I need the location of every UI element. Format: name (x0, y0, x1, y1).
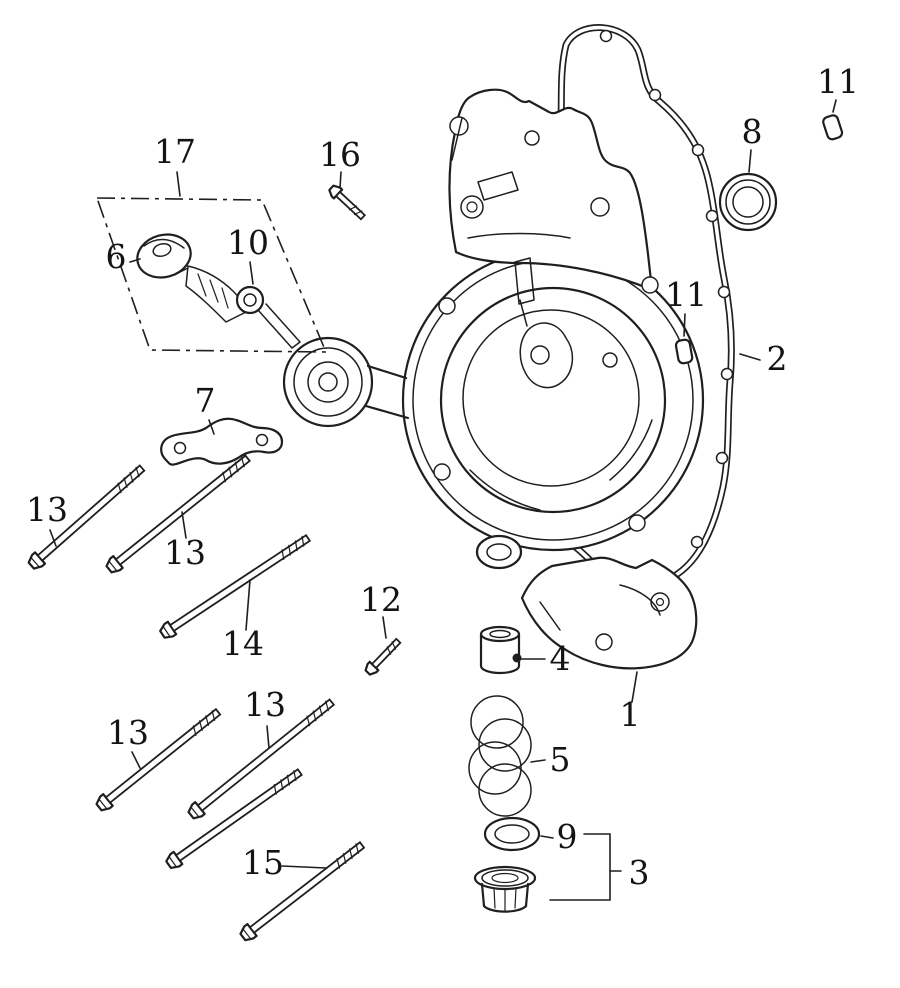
callout-10: 10 (227, 223, 269, 262)
dipstick-ring (235, 285, 265, 315)
cover-bolt-boss (433, 463, 451, 481)
leader-15 (281, 865, 327, 869)
seal-washer (483, 816, 541, 852)
cover-bolt-boss (460, 195, 484, 219)
callout-17: 17 (154, 132, 196, 171)
dowel-pin-top (822, 114, 844, 141)
cover-bolt-boss (590, 197, 610, 217)
dowel-pin-mid (674, 338, 694, 365)
leader-2 (739, 353, 761, 361)
callout-labels: 17 16 11 8 6 10 11 2 7 13 13 14 12 4 1 5… (26, 62, 859, 892)
callout-13-b: 13 (164, 533, 206, 572)
collar (479, 625, 522, 675)
cover-face-outer-rim (401, 248, 705, 552)
callout-12: 12 (360, 580, 402, 619)
callout-2: 2 (767, 339, 788, 378)
leader-13-d (266, 725, 270, 749)
bracket-3-line (549, 833, 611, 901)
cover-bolt-boss (641, 276, 659, 294)
gasket-bolt-hole (720, 367, 734, 381)
callout-4: 4 (550, 639, 571, 678)
callout-14: 14 (222, 624, 264, 663)
bolt-15-upper (165, 768, 303, 869)
bolt-13-b (105, 454, 251, 574)
gasket-bolt-hole (691, 143, 705, 157)
gasket-bolt-hole (690, 535, 704, 549)
gasket-bolt-hole (648, 88, 662, 102)
cover-bolt-boss (628, 514, 646, 532)
bolt-15-lower (239, 841, 366, 942)
leader-7 (208, 419, 215, 435)
leader-5 (530, 759, 546, 763)
leader-13-c (131, 751, 141, 769)
bolt-13-d (187, 698, 336, 820)
flange-bolt-hole (595, 633, 613, 651)
callout-11-top: 11 (817, 62, 859, 101)
leader-dot (512, 653, 522, 663)
gasket-bolt-hole (717, 285, 731, 299)
flange-bolt-hole (650, 592, 670, 612)
dipstick (185, 265, 301, 349)
assembly-boundary-17 (95, 197, 328, 353)
bracket (160, 417, 284, 466)
bracket-hole (173, 441, 187, 455)
callout-16: 16 (319, 135, 361, 174)
gasket-bolt-hole (705, 209, 719, 223)
drain-plug (473, 865, 537, 913)
bolt-13-a (27, 464, 146, 570)
bearing-boss (282, 336, 374, 428)
bolt-12 (364, 637, 402, 676)
filler-cap (136, 233, 192, 279)
callout-13-a: 13 (26, 490, 68, 529)
callout-11-mid: 11 (665, 275, 707, 314)
callout-6: 6 (106, 237, 127, 276)
callout-8: 8 (742, 112, 763, 151)
callout-7: 7 (195, 381, 216, 420)
leader-17 (176, 171, 181, 197)
bracket-hole (255, 433, 269, 447)
callout-13-c: 13 (107, 713, 149, 752)
leader-11-top (832, 99, 837, 113)
callout-1: 1 (620, 695, 641, 734)
gasket-bolt-hole (715, 451, 729, 465)
bolt-13-c (95, 707, 222, 812)
leader-9 (540, 835, 554, 839)
leader-12 (382, 616, 387, 639)
leader-8 (748, 149, 752, 173)
bolt-14 (159, 533, 312, 639)
callout-3: 3 (629, 853, 650, 892)
callout-5: 5 (550, 740, 571, 779)
callout-9: 9 (557, 817, 578, 856)
callout-13-d: 13 (244, 685, 286, 724)
oil-seal (718, 172, 778, 232)
leader-10 (249, 261, 254, 285)
callout-15: 15 (242, 843, 284, 882)
leader-lines (49, 99, 837, 901)
gasket-bolt-hole (599, 29, 613, 43)
crankcase-cover (282, 88, 705, 670)
leader-1 (631, 671, 638, 703)
leader-13-a (49, 529, 57, 547)
cover-bolt-boss (449, 116, 469, 136)
oil-passage-boss (475, 534, 523, 570)
cover-bolt-boss (438, 297, 456, 315)
leader-13-b (181, 511, 187, 539)
leader-11-mid (683, 313, 686, 337)
leader-14 (245, 579, 251, 631)
cover-top-extension (448, 88, 654, 292)
leader-16 (339, 171, 342, 189)
spring (468, 695, 532, 817)
bolt-16 (328, 184, 367, 221)
leader-6 (129, 258, 141, 263)
